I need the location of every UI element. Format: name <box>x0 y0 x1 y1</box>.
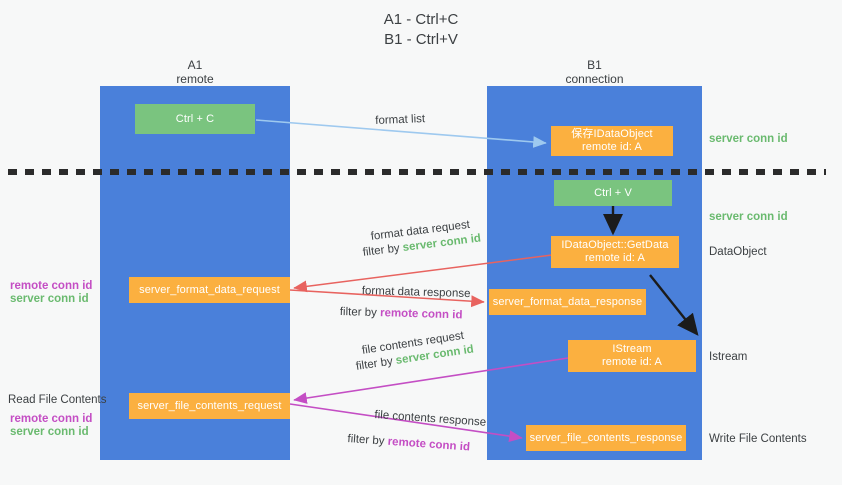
title-line-1: A1 - Ctrl+C <box>383 11 459 28</box>
edge-label-format-list: format list <box>375 113 426 127</box>
column-b1-name: B1 <box>587 58 602 72</box>
arrow-format-list <box>255 119 547 148</box>
arrow-file-contents-request <box>293 357 569 404</box>
label-write-file-contents: Write File Contents <box>709 433 807 445</box>
box-istream-line1: IStream <box>612 343 652 355</box>
edge-label-format-data-response: format data response <box>361 284 471 301</box>
box-getdata-line1: IDataObject::GetData <box>561 239 669 251</box>
label-server-conn-id-top: server conn id <box>709 133 788 145</box>
filter-prefix-2: filter by <box>339 305 381 320</box>
title-line-2: B1 - Ctrl+V <box>384 31 458 48</box>
box-istream-line2: remote id: A <box>602 356 662 368</box>
box-ctrl-c-label: Ctrl + C <box>175 112 215 125</box>
label-server-conn-id-1: server conn id <box>10 293 89 305</box>
label-dataobject: DataObject <box>709 246 767 258</box>
box-server-file-contents-response-label: server_file_contents_response <box>529 431 683 444</box>
box-server-file-contents-response[interactable]: server_file_contents_response <box>526 425 686 451</box>
column-caption-a1: A1 remote <box>100 58 290 86</box>
label-server-conn-id-2: server conn id <box>10 426 89 438</box>
arrow-format-data-response <box>289 289 485 308</box>
box-server-format-data-request[interactable]: server_format_data_request <box>129 277 290 303</box>
box-istream[interactable]: IStream remote id: A <box>568 340 696 372</box>
box-getdata[interactable]: IDataObject::GetData remote id: A <box>551 236 679 268</box>
dashed-divider <box>8 169 826 175</box>
label-read-file-contents: Read File Contents <box>8 394 107 406</box>
arrow-format-data-request <box>293 254 553 293</box>
label-remote-conn-id-2: remote conn id <box>10 413 93 425</box>
box-server-format-data-response[interactable]: server_format_data_response <box>489 289 646 315</box>
box-server-format-data-response-label: server_format_data_response <box>492 295 643 308</box>
box-save-idataobject-line1: 保存IDataObject <box>571 128 653 140</box>
box-ctrl-v-label: Ctrl + V <box>594 186 632 199</box>
column-a1-name: A1 <box>187 58 203 72</box>
box-save-idataobject-line2: remote id: A <box>582 141 642 153</box>
label-server-conn-id-mid: server conn id <box>709 211 788 223</box>
box-save-idataobject[interactable]: 保存IDataObject remote id: A <box>551 126 673 156</box>
label-istream: Istream <box>709 351 748 363</box>
box-server-format-data-request-label: server_format_data_request <box>139 283 280 296</box>
column-a1-sub: remote <box>176 72 214 86</box>
arrow-file-contents-response <box>289 403 523 443</box>
arrow-getdata-to-istream <box>649 274 699 336</box>
box-getdata-line2: remote id: A <box>585 252 645 264</box>
filter-value-remote-conn-id-1: remote conn id <box>379 307 463 322</box>
filter-prefix-4: filter by <box>347 432 389 448</box>
page-title: A1 - Ctrl+C B1 - Ctrl+V <box>0 10 842 50</box>
box-server-file-contents-request[interactable]: server_file_contents_request <box>129 393 290 419</box>
label-remote-conn-id-1: remote conn id <box>10 280 93 292</box>
box-ctrl-v[interactable]: Ctrl + V <box>554 180 672 206</box>
box-server-file-contents-request-label: server_file_contents_request <box>137 399 282 412</box>
column-b1-sub: connection <box>565 72 624 86</box>
column-caption-b1: B1 connection <box>487 58 702 86</box>
box-ctrl-c[interactable]: Ctrl + C <box>135 104 255 134</box>
